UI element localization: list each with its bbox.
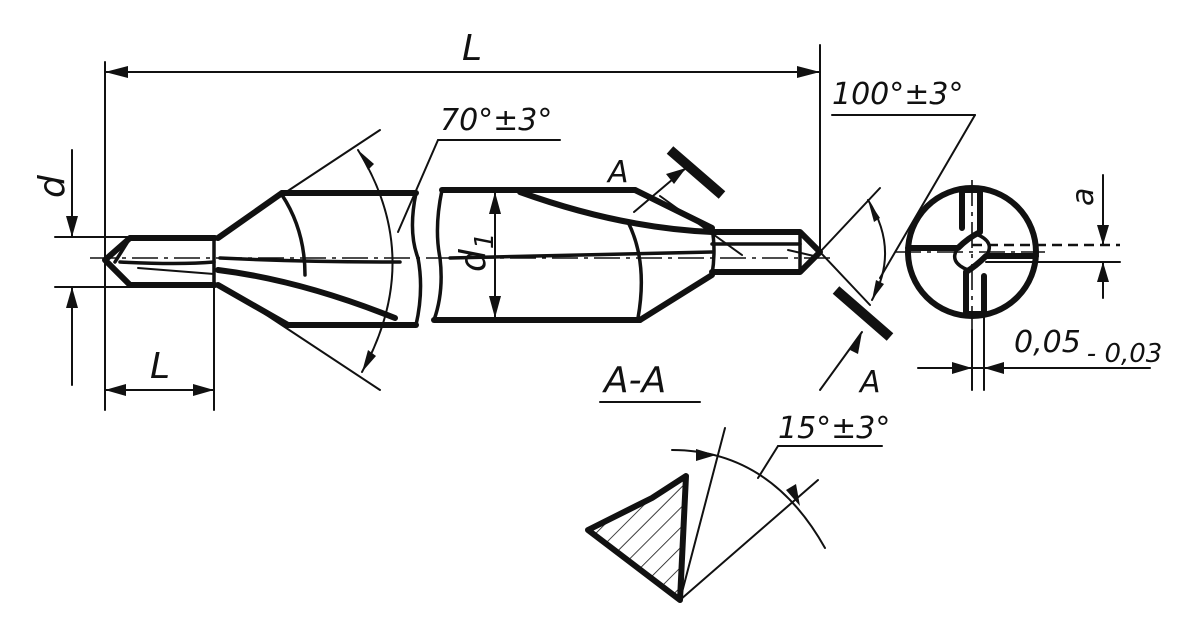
body-diameter-dimension	[489, 191, 501, 319]
relief-angle-label: 15°±3°	[778, 411, 890, 446]
tolerance-dimension	[917, 315, 1151, 391]
pilot-length-label: L	[150, 346, 170, 387]
section-cut-mark-top	[633, 146, 743, 256]
point-angle-label: 100°±3°	[832, 77, 963, 112]
pilot-diameter-dimension	[54, 149, 131, 386]
section-cut-mark-bottom	[819, 286, 894, 391]
drill-body-left	[102, 190, 423, 328]
pilot-diameter-label: d	[32, 174, 73, 198]
section-mark-bottom-label: A	[858, 365, 881, 400]
section-title: A-A	[602, 360, 666, 401]
web-offset-dimension	[1097, 174, 1109, 299]
point-angle-dimension	[819, 114, 976, 306]
section-mark-top-label: A	[606, 155, 629, 190]
web-offset-label: a	[1066, 188, 1101, 206]
overall-length-label: L	[462, 28, 482, 69]
body-diameter-label: d1	[453, 233, 500, 272]
countersink-angle-label: 70°±3°	[440, 103, 552, 138]
tolerance-label: 0,05- 0,03	[1014, 325, 1162, 369]
drill-body-right	[431, 187, 823, 323]
countersink-angle-dimension	[261, 129, 561, 391]
pilot-length-dimension	[104, 281, 215, 411]
relief-angle-detail	[585, 427, 883, 603]
end-view	[895, 180, 1121, 380]
